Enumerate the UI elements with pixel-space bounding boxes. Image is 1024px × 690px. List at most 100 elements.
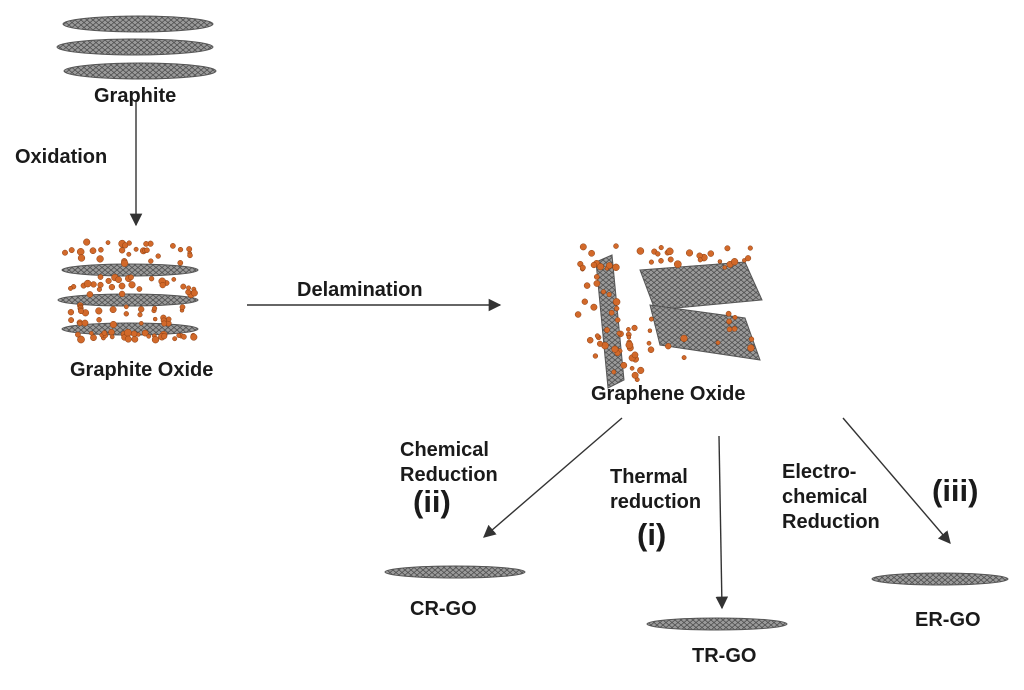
graphite-oxide-stack-icon (57, 238, 199, 344)
oxygen-group-dot (620, 361, 628, 369)
oxygen-group-dot (109, 320, 117, 329)
oxygen-group-dot (86, 291, 94, 298)
oxygen-group-dot (89, 331, 94, 336)
oxygen-group-dot (62, 249, 68, 256)
oxygen-group-dot (614, 305, 620, 312)
oxygen-group-dot (685, 249, 694, 257)
graphite-label: Graphite (94, 85, 177, 107)
oxygen-group-dot (186, 246, 193, 253)
oxygen-group-dot (171, 277, 177, 282)
thermal-reduction-label: Thermal reduction (610, 466, 702, 513)
oxygen-group-dot (608, 309, 615, 316)
chemical-reduction-label: Chemical Reduction (400, 439, 498, 486)
oxygen-group-dot (68, 247, 75, 254)
oxygen-group-dot (583, 282, 591, 289)
route-ii-label: (ii) (413, 484, 451, 519)
oxygen-group-dot (747, 344, 755, 352)
oxygen-group-dot (586, 336, 594, 344)
electrochemical-reduction-arrow (842, 417, 951, 544)
oxygen-group-dot (139, 321, 144, 326)
oxygen-group-dot (155, 253, 161, 259)
oxygen-group-dot (707, 250, 715, 257)
oxygen-group-dot (655, 251, 661, 257)
oxygen-group-dot (172, 336, 178, 342)
oxygen-group-dot (96, 286, 102, 292)
oxygen-group-dot (574, 311, 582, 318)
oxygen-group-dot (612, 263, 620, 271)
oxygen-group-dot (108, 328, 115, 336)
oxygen-group-dot (136, 286, 143, 292)
oxygen-group-dot (646, 340, 652, 346)
oxygen-group-dot (75, 331, 81, 338)
thermal-reduction-arrow (715, 435, 729, 610)
oxygen-group-dot (579, 243, 587, 251)
oxygen-group-dot (579, 264, 586, 271)
oxygen-group-dot (726, 318, 732, 325)
oxygen-group-dot (68, 317, 75, 324)
oxygen-group-dot (124, 335, 132, 343)
oxygen-group-dot (187, 252, 193, 259)
oxygen-group-dot (83, 279, 92, 288)
oxygen-group-dot (717, 259, 723, 264)
oxygen-group-dot (124, 328, 132, 337)
oxygen-group-dot (152, 316, 158, 322)
oxygen-group-dot (67, 309, 75, 316)
oxygen-group-dot (78, 308, 84, 315)
oxygen-group-dot (177, 260, 184, 266)
oxygen-group-dot (77, 335, 85, 344)
oxygen-group-dot (137, 312, 143, 318)
oxygen-group-dot (77, 320, 83, 327)
oxygen-group-dot (748, 336, 755, 342)
oxygen-group-dot (90, 334, 97, 342)
chemical-reduction-arrow (483, 417, 623, 538)
oxygen-group-dot (611, 369, 617, 375)
oxygen-group-dot (180, 283, 187, 290)
oxygen-group-dot (658, 258, 664, 264)
oxygen-group-dot (176, 333, 182, 338)
oxygen-group-dot (77, 254, 86, 262)
oxygen-group-dot (97, 274, 104, 280)
oxygen-group-dot (626, 327, 631, 332)
oxygen-group-dot (76, 248, 85, 256)
oxygen-group-dot (83, 238, 91, 246)
oxygen-group-dot (616, 330, 622, 336)
oxygen-group-dot (144, 247, 150, 253)
tr-go-label: TR-GO (692, 645, 757, 667)
oxygen-group-dot (95, 307, 103, 315)
oxygen-group-dot (581, 298, 588, 305)
oxygen-group-dot (143, 241, 149, 247)
oxygen-group-dot (600, 289, 607, 295)
oxygen-group-dot (666, 247, 674, 256)
oxygen-group-dot (166, 316, 172, 322)
oxygen-group-dot (614, 317, 621, 323)
oxygen-group-dot (105, 240, 111, 245)
oxygen-group-dot (109, 334, 115, 340)
oxygen-group-dot (722, 265, 727, 270)
oxygen-group-dot (611, 345, 619, 353)
oxygen-group-dot (115, 276, 122, 284)
oxygen-group-dot (146, 333, 152, 339)
oxygen-group-dot (747, 245, 753, 251)
oxygen-group-dot (697, 257, 703, 263)
oxygen-group-dot (130, 330, 138, 338)
oxygen-group-dot (108, 283, 116, 291)
oxygen-group-dot (105, 277, 112, 284)
oxygen-group-dot (128, 281, 136, 289)
graphene-oxide-label: Graphene Oxide (591, 383, 746, 405)
oxygen-group-dot (673, 260, 682, 269)
oxygen-group-dot (604, 327, 610, 333)
cr-go-label: CR-GO (410, 598, 477, 620)
oxygen-group-dot (592, 353, 599, 359)
oxygen-group-dot (590, 303, 598, 311)
oxygen-group-dot (606, 291, 612, 298)
oxygen-group-dot (148, 258, 154, 264)
oxygen-group-dot (96, 255, 104, 263)
oxygen-group-dot (726, 326, 733, 333)
oxygen-group-dot (626, 334, 632, 340)
oxygen-group-dot (141, 329, 149, 337)
oxygen-group-dot (625, 341, 634, 349)
oxygen-group-dot (151, 336, 160, 344)
oxygen-group-dot (128, 274, 134, 281)
cr-go-sheet-icon (384, 565, 526, 579)
